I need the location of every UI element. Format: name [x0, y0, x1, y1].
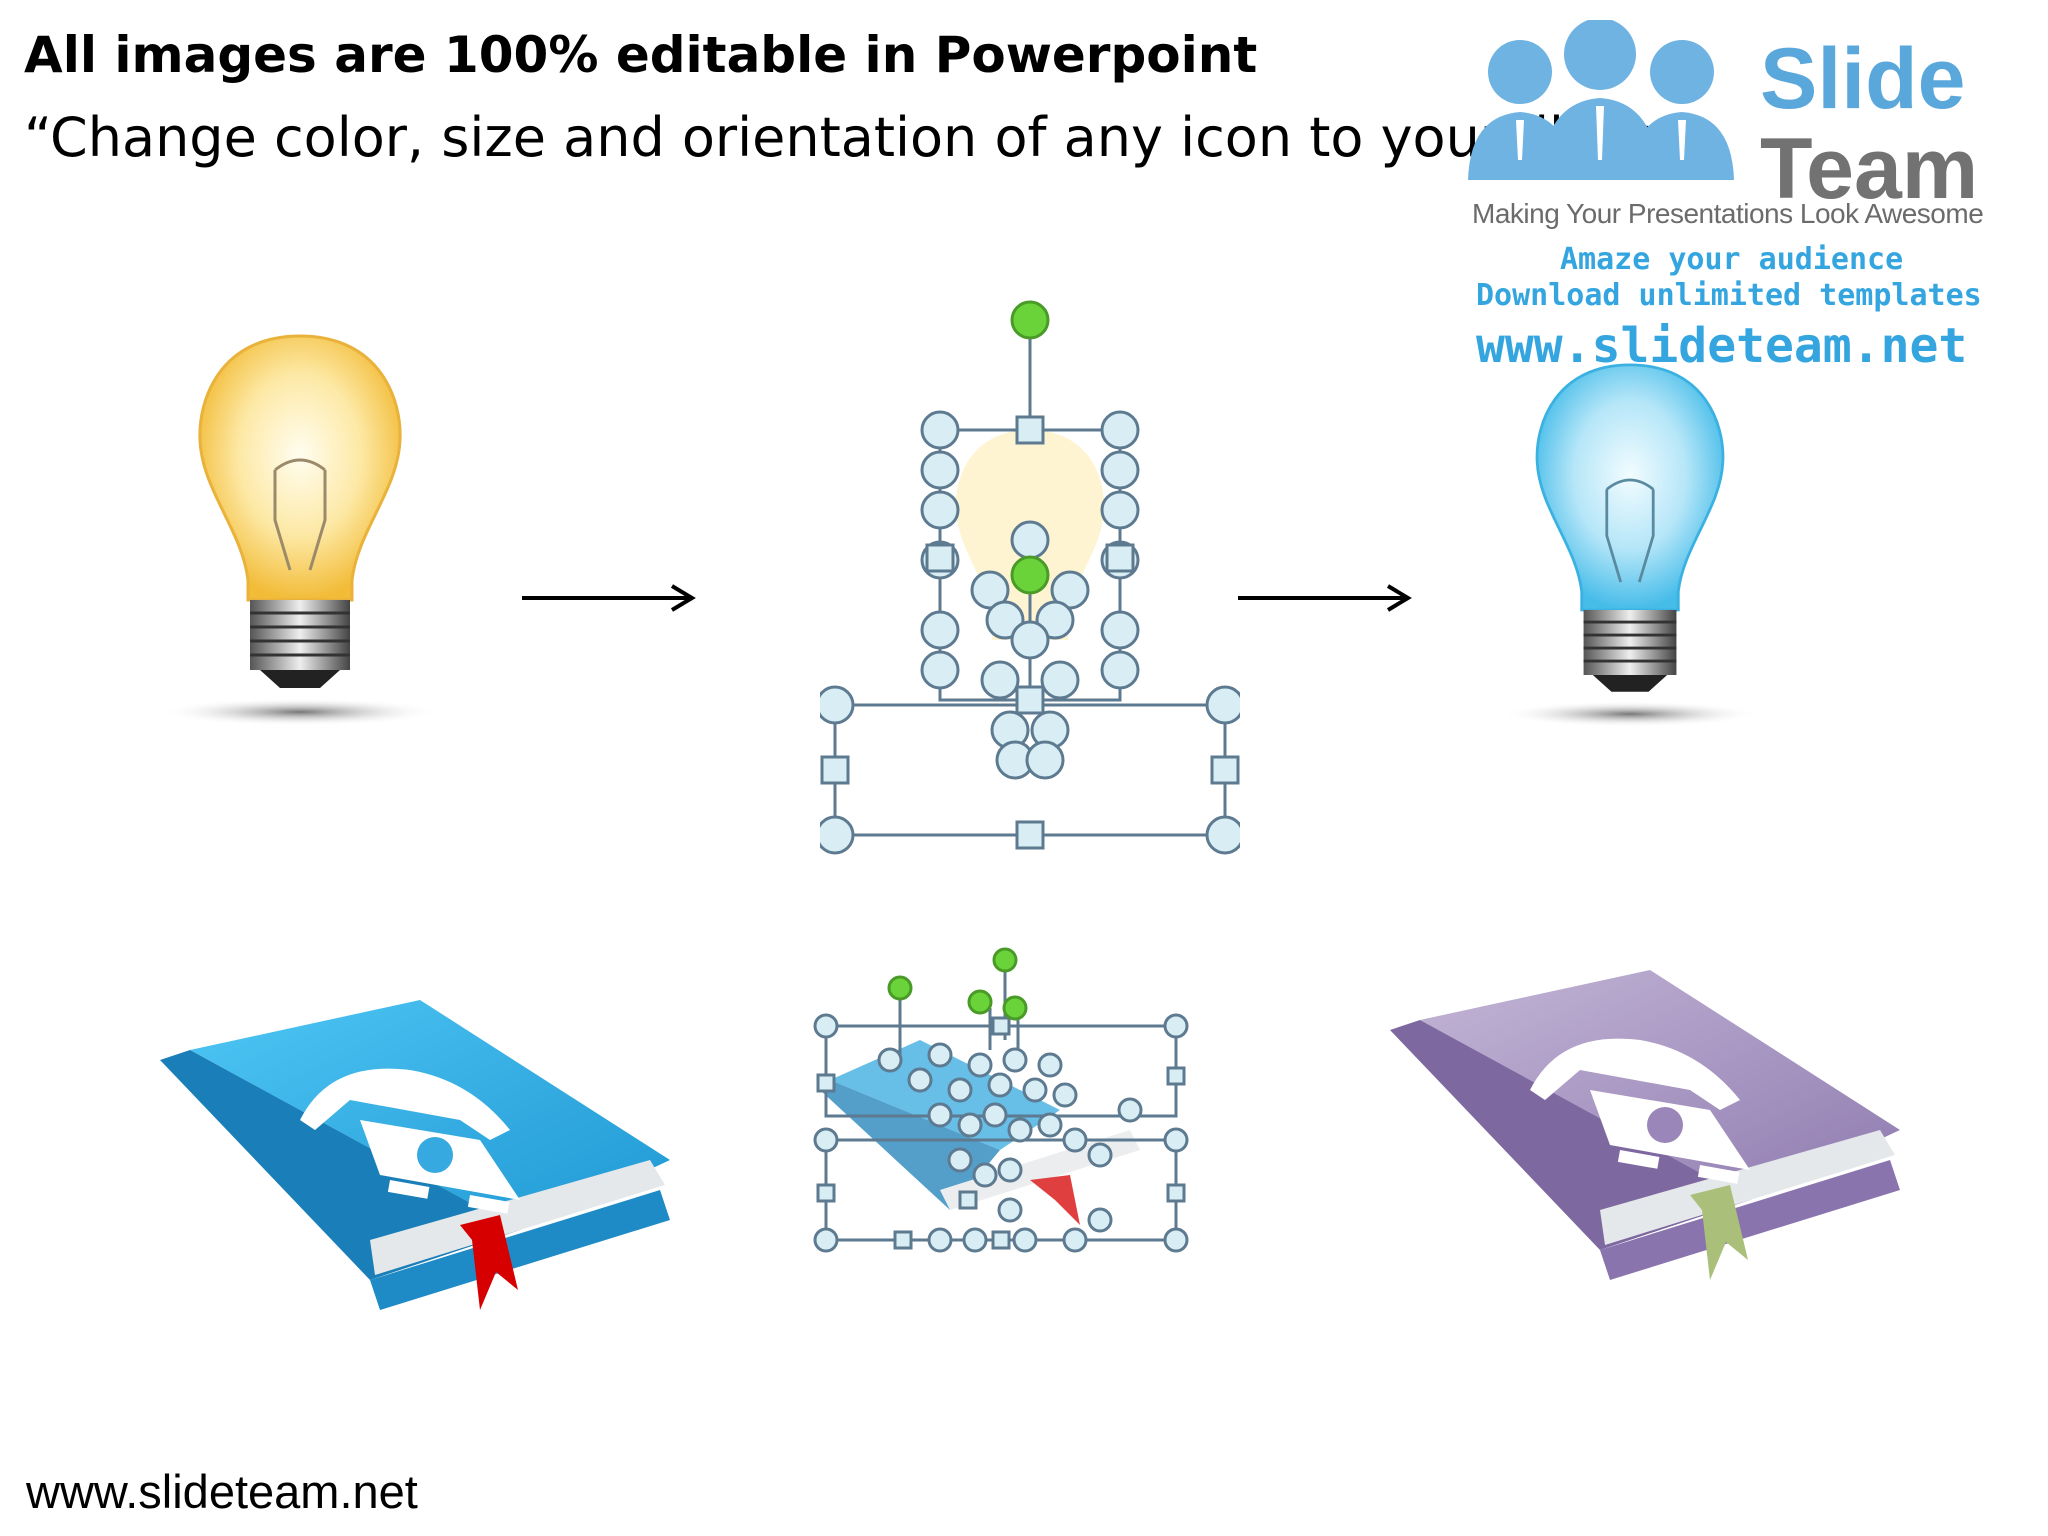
editing-light-bulb-icon	[820, 300, 1240, 855]
logo-tagline: Making Your Presentations Look Awesome	[1472, 198, 1984, 229]
editing-phone-book-icon	[813, 947, 1189, 1253]
arrow-right-icon	[522, 584, 696, 612]
light-bulb-icon	[1500, 363, 1760, 727]
people-icon	[1468, 20, 1734, 180]
light-bulb-icon	[160, 334, 440, 726]
phone-book-icon	[1390, 970, 1900, 1280]
phone-book-icon	[160, 1000, 670, 1310]
page-subtitle: “Change color, size and orientation of a…	[24, 106, 1692, 169]
slideteam-logo: Slide Team Making Your Presentations Loo…	[1460, 20, 2020, 380]
promo-line-2: Download unlimited templates	[1476, 278, 1982, 313]
logo-word-slide: Slide	[1760, 31, 1966, 127]
promo-url: www.slideteam.net	[1476, 318, 1968, 374]
page-title: All images are 100% editable in Powerpoi…	[24, 26, 1258, 84]
arrow-right-icon	[1238, 584, 1412, 612]
promo-line-1: Amaze your audience	[1560, 242, 1904, 277]
footer-url[interactable]: www.slideteam.net	[26, 1465, 418, 1518]
logo-word-team: Team	[1760, 121, 1979, 217]
